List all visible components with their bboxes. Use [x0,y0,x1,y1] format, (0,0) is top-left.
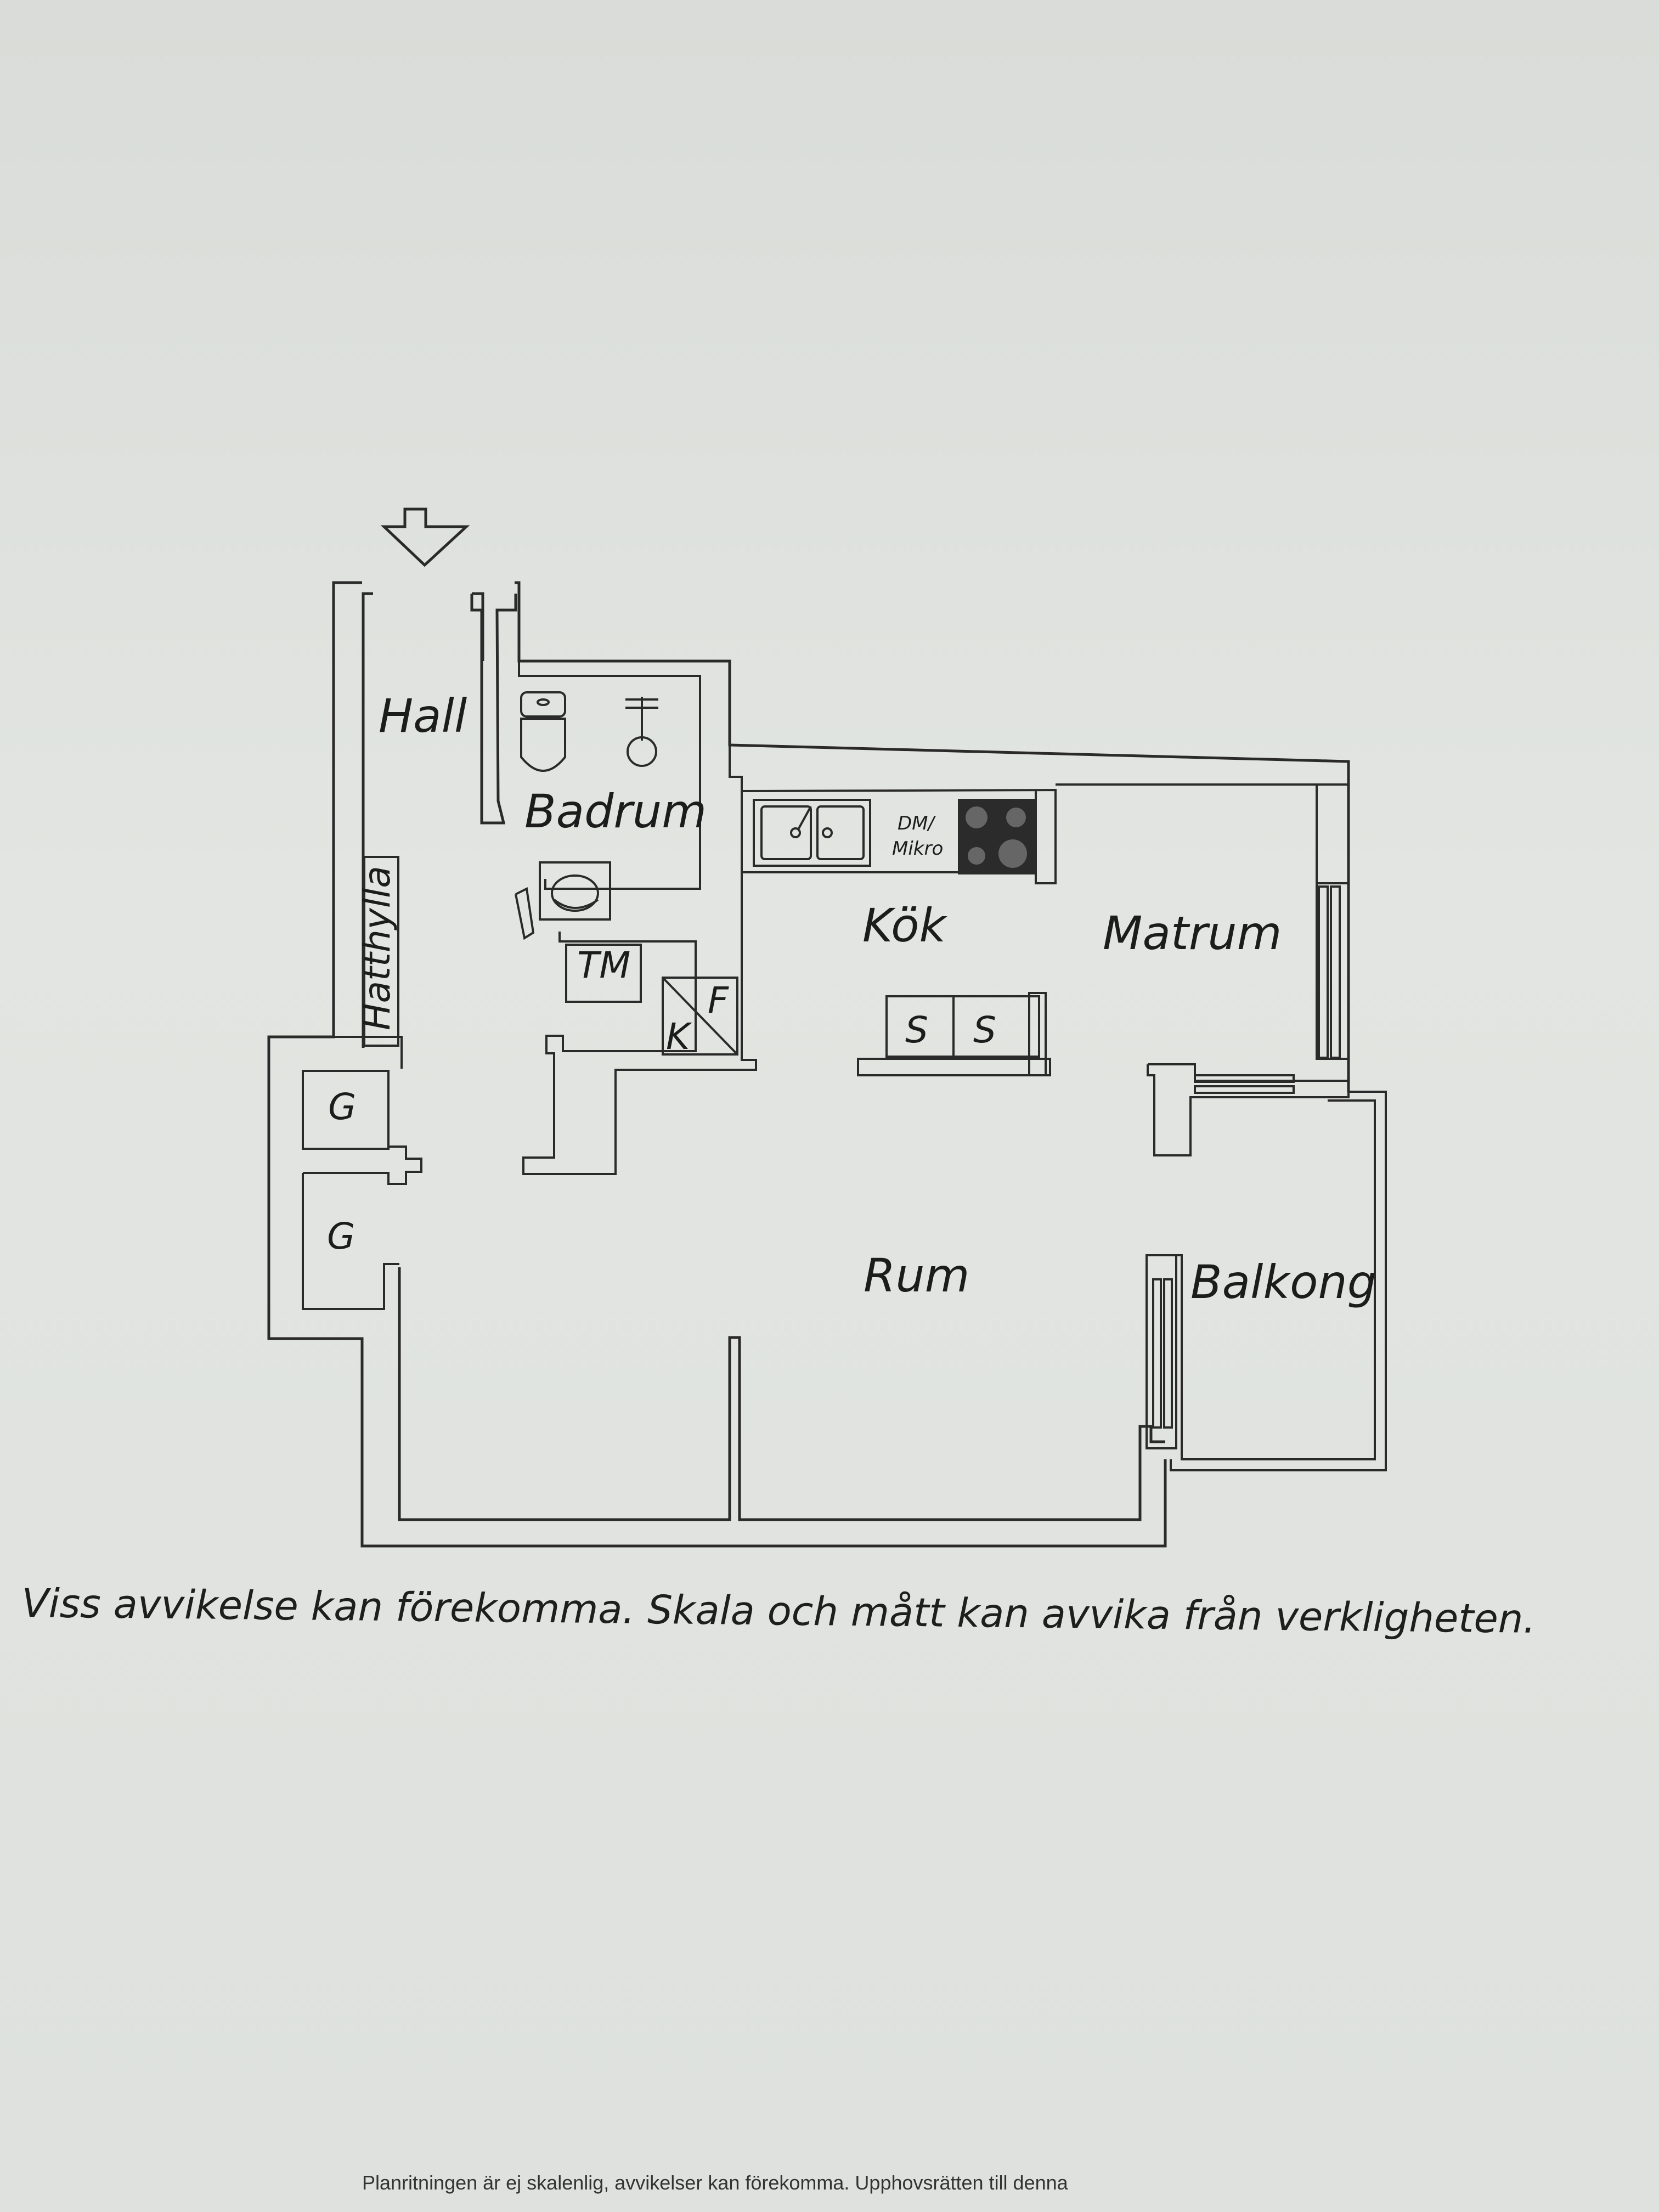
closets [302,1036,422,1310]
label-skap-1: S [905,1009,928,1051]
stove-icon [958,799,1037,874]
entrance-arrow-icon [380,507,470,567]
label-hatthylla: Hatthylla [356,866,398,1030]
room-label-badrum: Badrum [524,785,707,838]
dining-balcony-walls [1056,783,1387,1471]
room-label-balkong: Balkong [1190,1255,1376,1309]
kitchen [741,788,1057,1076]
bathroom-walls [515,661,757,1175]
room-label-rum: Rum [864,1249,969,1302]
room-label-matrum: Matrum [1103,906,1282,960]
outer-walls [267,581,1350,1548]
kitchen-sink-icon [753,799,871,867]
room-label-hall: Hall [379,689,467,743]
hat-shelf [363,856,399,1047]
shower-icon [625,697,658,767]
toilet-icon [520,691,566,772]
label-mikro: Mikro [892,838,943,860]
washing-machine [565,944,642,1003]
label-skap-2: S [973,1009,996,1051]
label-garderob-2: G [327,1215,355,1257]
label-dm: DM/ [898,812,936,834]
label-garderob-1: G [328,1086,356,1128]
kitchen-island [857,992,1051,1076]
label-k: K [666,1015,692,1058]
label-f: F [708,979,729,1022]
sink-icon [539,861,611,921]
fridge-freezer [662,977,738,1056]
label-tm: TM [577,944,630,986]
footer-copyright: Planritningen är ej skalenlig, avvikelse… [362,2171,1068,2194]
room-label-kok: Kök [862,899,947,952]
